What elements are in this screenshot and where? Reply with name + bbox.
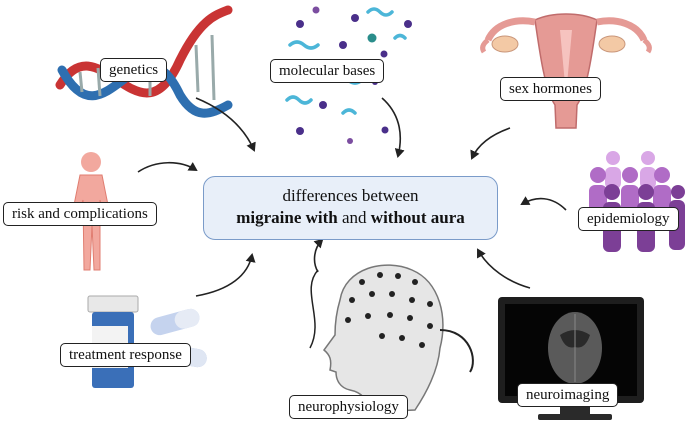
arrow-treatment xyxy=(195,253,256,297)
arrow-sex-hormones xyxy=(470,127,511,160)
monitor-icon xyxy=(498,297,644,420)
central-bold-1: migraine with xyxy=(236,208,338,227)
arrow-risk xyxy=(137,161,198,173)
central-mid-text: and xyxy=(342,208,367,227)
arrow-genetics xyxy=(195,97,256,152)
arrows xyxy=(137,97,567,297)
population-icon xyxy=(589,151,685,252)
label-neurophysiology: neurophysiology xyxy=(289,395,408,419)
arrow-epidemiology xyxy=(520,196,567,211)
label-neuroimaging: neuroimaging xyxy=(517,383,619,407)
medication-icon xyxy=(87,295,207,388)
label-risk-complications: risk and complications xyxy=(3,202,157,226)
uterus-icon xyxy=(480,13,652,129)
label-treatment-response: treatment response xyxy=(60,343,191,367)
arrow-neurophysiology xyxy=(313,238,324,273)
central-bold-2: without aura xyxy=(370,208,465,227)
label-epidemiology: epidemiology xyxy=(578,207,679,231)
label-sex-hormones: sex hormones xyxy=(500,77,601,101)
label-genetics: genetics xyxy=(100,58,168,82)
molecules-icon xyxy=(285,6,412,144)
arrow-molecular xyxy=(381,97,405,158)
label-molecular-bases: molecular bases xyxy=(270,59,385,83)
central-topic-line1: differences between xyxy=(282,186,419,205)
eeg-head-icon xyxy=(309,264,474,413)
arrow-neuroimaging xyxy=(477,248,531,289)
central-topic-line2: migraine with and without aura xyxy=(204,207,497,229)
central-topic-box: differences between migraine with and wi… xyxy=(203,176,498,240)
